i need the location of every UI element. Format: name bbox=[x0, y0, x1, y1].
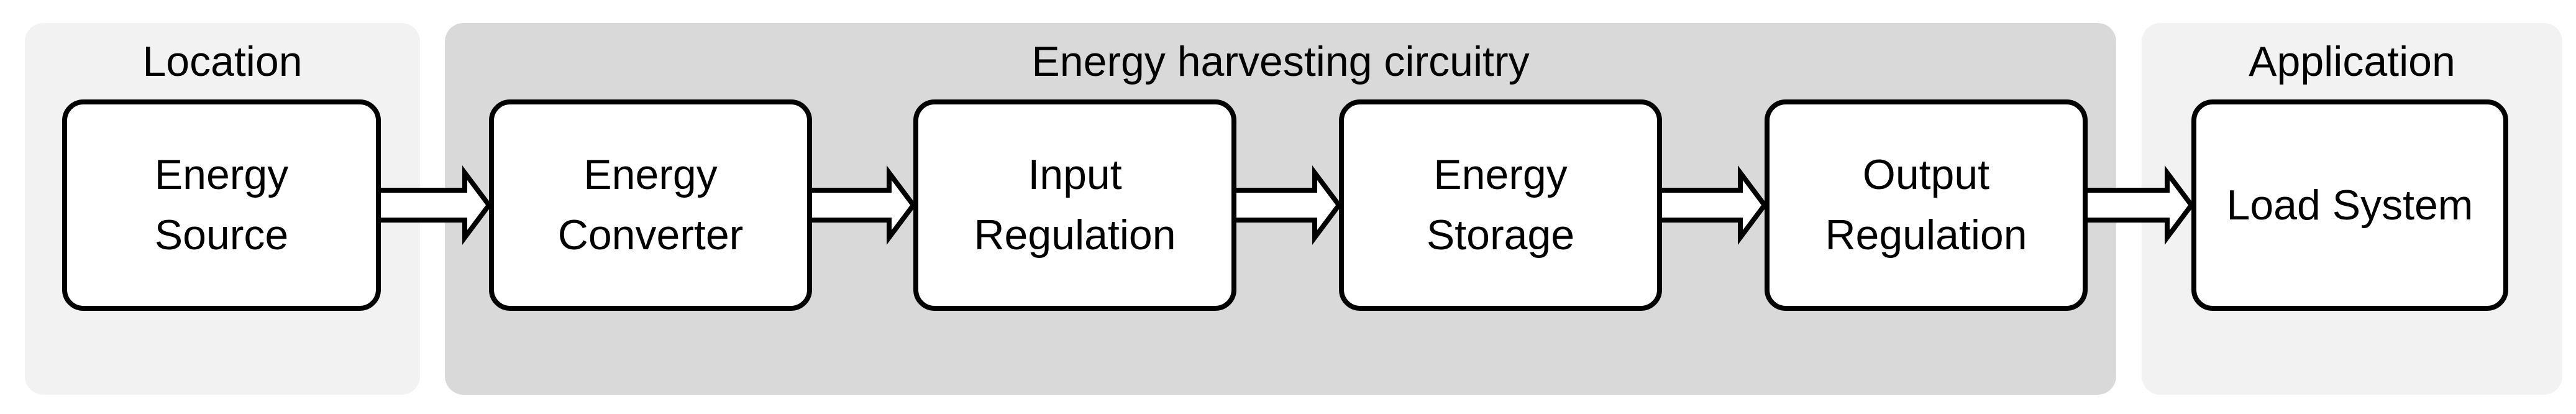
energy-converter-label-line2: Converter bbox=[557, 211, 744, 259]
output-regulation-label-line2: Regulation bbox=[1825, 211, 2027, 259]
input-regulation-label-line1: Input bbox=[1028, 151, 1122, 199]
input-regulation-block: Input Regulation bbox=[913, 99, 1236, 311]
arrow-input-to-storage bbox=[1236, 165, 1342, 245]
location-group-title: Location bbox=[142, 38, 303, 85]
load-system-block: Load System bbox=[2191, 99, 2508, 311]
application-group-title: Application bbox=[2249, 38, 2455, 85]
energy-source-label-line1: Energy bbox=[154, 151, 289, 199]
energy-storage-label-line2: Storage bbox=[1426, 211, 1575, 259]
arrow-converter-to-input bbox=[812, 165, 916, 245]
output-regulation-block: Output Regulation bbox=[1765, 99, 2088, 311]
output-regulation-label-line1: Output bbox=[1862, 151, 1990, 199]
load-system-label: Load System bbox=[2226, 181, 2473, 229]
arrow-source-to-converter bbox=[381, 165, 492, 245]
energy-converter-label-line1: Energy bbox=[583, 151, 718, 199]
energy-source-block: Energy Source bbox=[62, 99, 381, 311]
energy-converter-block: Energy Converter bbox=[489, 99, 812, 311]
energy-source-label-line2: Source bbox=[154, 211, 289, 259]
input-regulation-label-line2: Regulation bbox=[974, 211, 1176, 259]
energy-harvesting-group-title: Energy harvesting circuitry bbox=[1031, 38, 1530, 85]
energy-storage-block: Energy Storage bbox=[1339, 99, 1662, 311]
energy-storage-label-line1: Energy bbox=[1433, 151, 1568, 199]
arrow-output-to-load bbox=[2088, 165, 2195, 245]
arrow-storage-to-output bbox=[1662, 165, 1768, 245]
